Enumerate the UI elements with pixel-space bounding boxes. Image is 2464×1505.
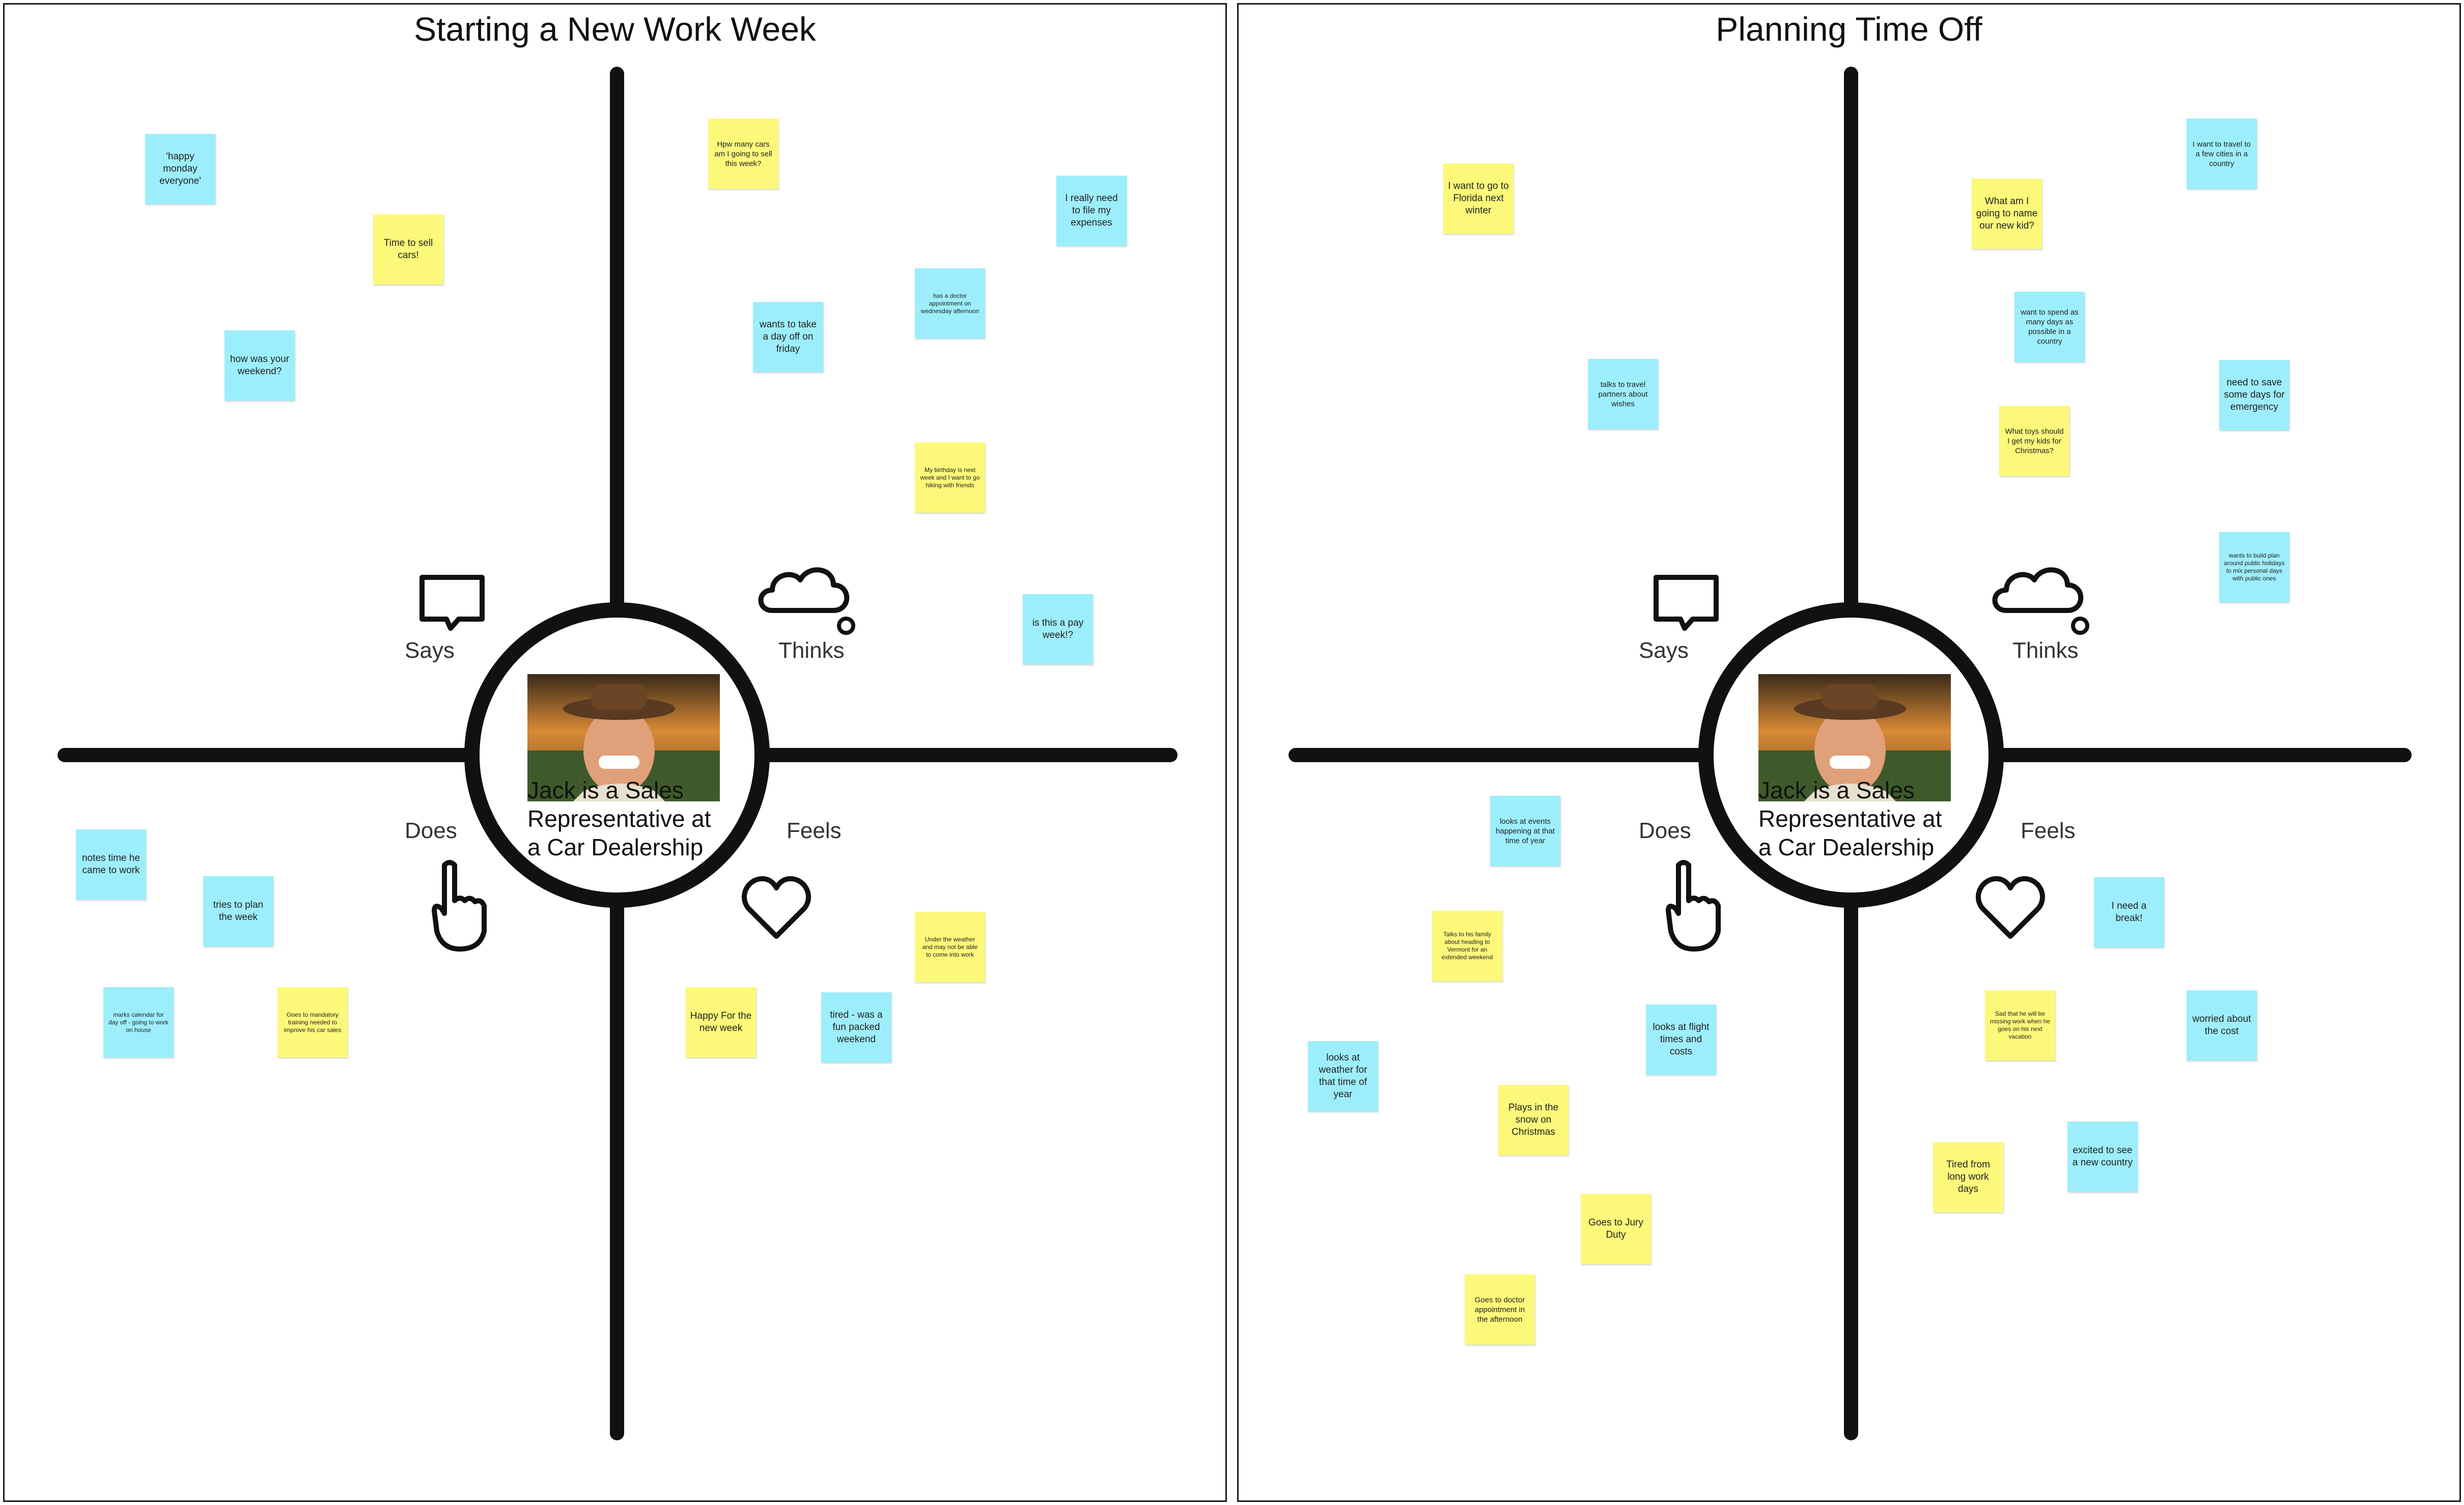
persona-photo (1758, 674, 1951, 801)
sticky-note[interactable]: marks calendar for day off - going to wo… (103, 987, 174, 1057)
sticky-note[interactable]: need to save some days for emergency (2219, 360, 2289, 430)
sticky-note[interactable]: worried about the cost (2187, 990, 2257, 1061)
thinks-label: Thinks (2012, 638, 2079, 663)
sticky-note[interactable]: 'happy monday everyone' (145, 134, 215, 204)
sticky-note[interactable]: tries to plan the week (203, 876, 273, 946)
speech-bubble-icon (1654, 575, 1719, 631)
sticky-note[interactable]: looks at flight times and costs (1646, 1005, 1716, 1075)
board-title: Starting a New Work Week (414, 10, 816, 48)
feels-label: Feels (787, 818, 842, 843)
empathy-map-board-work-week: Starting a New Work Week Jack is a Sales… (3, 3, 1227, 1502)
sticky-note[interactable]: Time to sell cars! (373, 214, 443, 285)
pointing-hand-icon (432, 860, 487, 952)
sticky-note[interactable]: What toys should I get my kids for Chris… (1999, 406, 2069, 476)
sticky-note[interactable]: Goes to doctor appointment in the aftern… (1465, 1274, 1535, 1345)
empathy-map-board-time-off: Planning Time Off Jack is a Sales Repres… (1237, 3, 2461, 1502)
sticky-note[interactable]: My birthday is next week and I want to g… (915, 442, 985, 513)
sticky-note[interactable]: talks to travel partners about wishes (1588, 359, 1658, 429)
sticky-note[interactable]: is this a pay week!? (1023, 594, 1093, 664)
sticky-note[interactable]: wants to take a day off on friday (753, 302, 823, 372)
sticky-note[interactable]: I really need to file my expenses (1056, 176, 1127, 246)
sticky-note[interactable]: Under the weather and may not be able to… (915, 912, 985, 982)
says-label: Says (405, 638, 455, 663)
persona-caption: Jack is a Sales Representative at a Car … (527, 777, 711, 860)
heart-icon (741, 876, 811, 939)
sticky-note[interactable]: want to spend as many days as possible i… (2014, 292, 2085, 362)
sticky-note[interactable]: how was your weekend? (225, 330, 295, 401)
sticky-note[interactable]: Goes to Jury Duty (1581, 1194, 1651, 1264)
sticky-note[interactable]: What am I going to name our new kid? (1972, 179, 2042, 249)
feels-label: Feels (2021, 818, 2076, 843)
thought-cloud-icon (758, 567, 855, 635)
sticky-note[interactable]: has a doctor appointment on wednesday af… (915, 268, 985, 339)
sticky-note[interactable]: Happy For the new week (686, 987, 756, 1057)
persona-photo (527, 674, 720, 801)
sticky-note[interactable]: Plays in the snow on Christmas (1498, 1085, 1569, 1155)
sticky-note[interactable]: Sad that he will be missing work when he… (1985, 990, 2055, 1061)
sticky-note[interactable]: Goes to mandatory training needed to imp… (277, 987, 348, 1057)
pointing-hand-icon (1666, 860, 1721, 952)
thinks-label: Thinks (778, 638, 845, 663)
sticky-note[interactable]: I need a break! (2094, 877, 2164, 947)
speech-bubble-icon (419, 575, 485, 631)
sticky-note[interactable]: excited to see a new country (2067, 1122, 2138, 1192)
sticky-note[interactable]: notes time he came to work (76, 829, 146, 900)
sticky-note[interactable]: Talks to his family about heading to Ver… (1432, 911, 1502, 981)
sticky-note[interactable]: I want to go to Florida next winter (1443, 163, 1514, 234)
sticky-note[interactable]: Hpw many cars am I going to sell this we… (708, 119, 778, 189)
board-title: Planning Time Off (1716, 10, 1982, 48)
does-label: Does (405, 818, 457, 843)
does-label: Does (1639, 818, 1691, 843)
sticky-note[interactable]: Tired from long work days (1933, 1142, 2003, 1212)
persona-caption: Jack is a Sales Representative at a Car … (1758, 777, 1942, 860)
heart-icon (1975, 876, 2046, 939)
sticky-note[interactable]: looks at weather for that time of year (1308, 1041, 1378, 1111)
says-label: Says (1639, 638, 1689, 663)
sticky-note[interactable]: I want to travel to a few cities in a co… (2187, 119, 2257, 189)
sticky-note[interactable]: tired - was a fun packed weekend (821, 992, 891, 1063)
thought-cloud-icon (1992, 567, 2089, 635)
sticky-note[interactable]: wants to build plan around public holida… (2219, 532, 2289, 602)
sticky-note[interactable]: looks at events happening at that time o… (1490, 796, 1560, 866)
